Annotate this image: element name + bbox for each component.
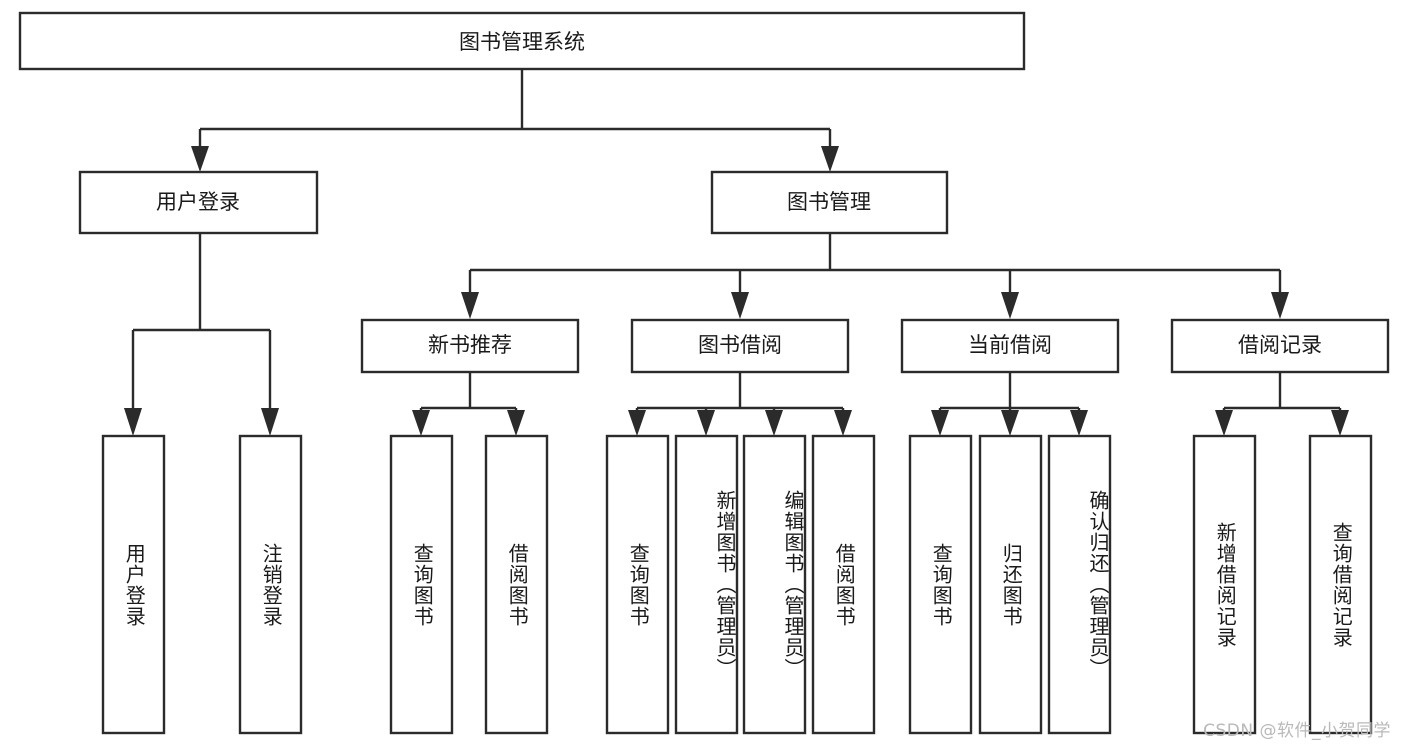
arrow-icon-borrowrecord-leaf-2 xyxy=(1331,410,1349,436)
leaf-box-userlogin-1[interactable] xyxy=(101,434,166,735)
arrow-icon-borrowrecord-leaf-1 xyxy=(1215,410,1233,436)
node-borrow-record[interactable]: 借阅记录 xyxy=(1170,318,1390,374)
node-current-borrow-box[interactable] xyxy=(900,318,1120,374)
arrow-icon-borrow-record xyxy=(1271,292,1289,319)
leaf-box-bookborrow-2[interactable] xyxy=(674,434,739,735)
leaf-box-borrowrecord-1[interactable] xyxy=(1192,434,1257,735)
leaf-box-currentborrow-3[interactable] xyxy=(1047,434,1112,735)
arrow-icon-newbook-leaf-2 xyxy=(507,410,525,436)
leaf-box-userlogin-2[interactable] xyxy=(238,434,303,735)
leaf-boxes xyxy=(101,434,1373,735)
leaf-box-bookborrow-4[interactable] xyxy=(811,434,876,735)
arrow-icon-user-login xyxy=(191,146,209,172)
node-book-borrow-label: 图书借阅 xyxy=(698,333,782,357)
arrow-heads xyxy=(124,146,1349,436)
csdn-watermark: CSDN @软件_小贺同学 xyxy=(1203,721,1391,741)
leaf-box-newbook-2[interactable] xyxy=(484,434,549,735)
arrow-icon-bookborrow-leaf-1 xyxy=(628,410,646,436)
node-user-login-label: 用户登录 xyxy=(156,190,240,214)
arrow-icon-userlogin-leaf-1 xyxy=(124,408,142,436)
node-current-borrow[interactable]: 当前借阅 xyxy=(900,318,1120,374)
leaf-box-newbook-1[interactable] xyxy=(389,434,454,735)
node-user-login-box[interactable] xyxy=(78,170,319,235)
node-root-label: 图书管理系统 xyxy=(459,30,585,54)
leaf-box-bookborrow-1[interactable] xyxy=(605,434,670,735)
node-borrow-record-label: 借阅记录 xyxy=(1238,333,1322,357)
node-book-management-box[interactable] xyxy=(710,170,949,235)
node-new-book-recommend[interactable]: 新书推荐 xyxy=(360,318,580,374)
node-book-borrow[interactable]: 图书借阅 xyxy=(630,318,850,374)
arrow-icon-bookborrow-leaf-2 xyxy=(697,410,715,436)
node-book-borrow-box[interactable] xyxy=(630,318,850,374)
leaf-box-borrowrecord-2[interactable] xyxy=(1308,434,1373,735)
arrow-icon-bookborrow-leaf-3 xyxy=(765,410,783,436)
node-new-book-recommend-label: 新书推荐 xyxy=(428,333,512,357)
node-new-book-recommend-box[interactable] xyxy=(360,318,580,374)
node-book-management[interactable]: 图书管理 xyxy=(710,170,949,235)
arrow-icon-currentborrow-leaf-2 xyxy=(1001,410,1019,436)
leaf-box-currentborrow-2[interactable] xyxy=(978,434,1043,735)
arrow-icon-new-book xyxy=(461,292,479,319)
arrow-icon-currentborrow-leaf-1 xyxy=(931,410,949,436)
node-root[interactable]: 图书管理系统 xyxy=(18,11,1026,71)
node-borrow-record-box[interactable] xyxy=(1170,318,1390,374)
arrow-icon-book-management xyxy=(821,146,839,172)
arrow-icon-current-borrow xyxy=(1001,292,1019,319)
node-book-management-label: 图书管理 xyxy=(787,190,871,214)
arrow-icon-newbook-leaf-1 xyxy=(412,410,430,436)
leaf-box-currentborrow-1[interactable] xyxy=(908,434,973,735)
arrow-icon-userlogin-leaf-2 xyxy=(261,408,279,436)
arrow-icon-currentborrow-leaf-3 xyxy=(1070,410,1088,436)
arrow-icon-bookborrow-leaf-4 xyxy=(834,410,852,436)
arrow-icon-book-borrow xyxy=(731,292,749,319)
leaf-box-bookborrow-3[interactable] xyxy=(742,434,807,735)
node-current-borrow-label: 当前借阅 xyxy=(968,333,1052,357)
node-root-box[interactable] xyxy=(18,11,1026,71)
node-user-login[interactable]: 用户登录 xyxy=(78,170,319,235)
